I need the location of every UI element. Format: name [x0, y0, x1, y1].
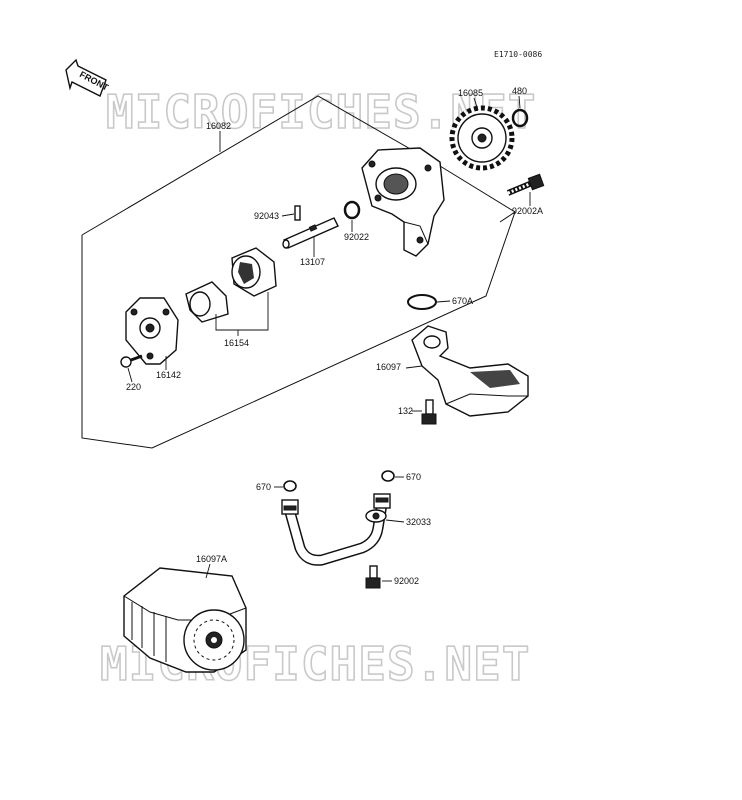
- part-label-670a: 670A: [452, 296, 473, 306]
- leader-220: [127, 367, 133, 383]
- leader-32033: [385, 519, 405, 523]
- part-label-16085: 16085: [458, 88, 483, 98]
- part-label-670-right: 670: [406, 472, 421, 482]
- part-label-670-left: 670: [256, 482, 271, 492]
- pump-assembly-outline: [81, 95, 516, 449]
- pump-cover-16142: [125, 297, 179, 365]
- part-label-92043: 92043: [254, 211, 279, 221]
- oil-pipe-32033: [281, 493, 391, 566]
- bracket-16154: [215, 292, 269, 331]
- part-label-92002: 92002: [394, 576, 419, 586]
- drawing-code: E1710-0086: [494, 50, 542, 59]
- shaft-13107: [282, 217, 339, 249]
- pump-gear-16085: [449, 105, 515, 171]
- part-label-92022: 92022: [344, 232, 369, 242]
- part-label-132: 132: [398, 406, 413, 416]
- part-label-220: 220: [126, 382, 141, 392]
- pin-92043: [294, 205, 301, 221]
- leader-92043: [281, 213, 295, 217]
- part-label-16142: 16142: [156, 370, 181, 380]
- screw-220: [120, 354, 143, 368]
- washer-92022: [343, 200, 361, 220]
- part-label-16154: 16154: [224, 338, 249, 348]
- oil-screen-16097: [411, 325, 529, 417]
- front-arrow-icon: FRONT: [65, 58, 111, 97]
- part-label-16082: 16082: [206, 121, 231, 131]
- rotor-inner: [185, 281, 229, 323]
- leader-16085: [473, 97, 479, 111]
- oil-filter-16097a: [123, 567, 247, 673]
- part-label-32033: 32033: [406, 517, 431, 527]
- leader-16097a: [205, 563, 211, 579]
- part-label-13107: 13107: [300, 257, 325, 267]
- part-label-16097a: 16097A: [196, 554, 227, 564]
- bolt-132: [421, 399, 437, 425]
- circlip-480: [511, 108, 529, 128]
- part-label-480: 480: [512, 86, 527, 96]
- bolt-92002: [365, 565, 381, 589]
- leader-670a: [436, 300, 451, 303]
- leader-16097: [405, 365, 423, 369]
- part-label-92002a: 92002A: [512, 206, 543, 216]
- o-ring-670a: [407, 294, 437, 310]
- leader-480: [518, 95, 521, 109]
- part-label-16097: 16097: [376, 362, 401, 372]
- o-ring-670-right: [381, 470, 395, 482]
- rotor-outer: [231, 247, 277, 297]
- pump-body: [361, 147, 445, 257]
- o-ring-670-left: [283, 480, 297, 492]
- bolt-92002a: [506, 173, 545, 196]
